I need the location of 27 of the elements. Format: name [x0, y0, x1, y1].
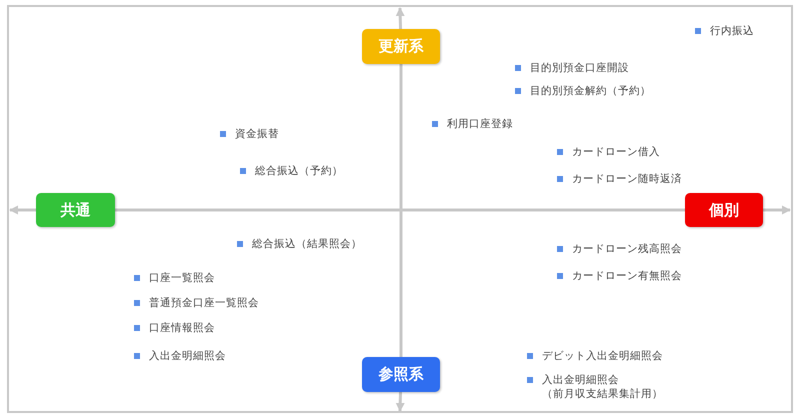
connector-line — [115, 208, 685, 212]
category-box: 更新系 — [362, 29, 440, 64]
list-item: 行内振込 — [710, 24, 754, 38]
list-item: 入出金明細照会 — [149, 349, 226, 363]
arrow — [763, 206, 791, 214]
list-item: カードローン借入 — [572, 145, 660, 159]
arrow — [396, 7, 405, 30]
list-item: 入出金明細照会（前月収支結果集計用） — [542, 373, 664, 401]
arrow — [9, 206, 36, 214]
list-item: 総合振込（予約） — [255, 164, 343, 178]
list-item: カードローン残高照会 — [572, 242, 682, 256]
list-item: 普通預金口座一覧照会 — [149, 296, 259, 310]
category-box: 個別 — [685, 193, 763, 227]
list-item: 利用口座登録 — [447, 117, 513, 131]
arrow — [396, 392, 405, 412]
list-item: 総合振込（結果照会） — [252, 237, 362, 251]
category-box: 参照系 — [362, 357, 440, 392]
list-item: カードローン有無照会 — [572, 269, 682, 283]
category-box: 共通 — [36, 193, 115, 227]
list-item: 資金振替 — [235, 127, 279, 141]
list-item: 目的別預金口座開設 — [530, 61, 629, 75]
connector-line — [400, 64, 402, 357]
list-item: デビット入出金明細照会 — [542, 349, 663, 363]
list-item: 目的別預金解約（予約） — [530, 84, 651, 98]
list-item: カードローン随時返済 — [572, 172, 682, 186]
list-item: 口座一覧照会 — [149, 271, 215, 285]
list-item: 口座情報照会 — [149, 321, 215, 335]
